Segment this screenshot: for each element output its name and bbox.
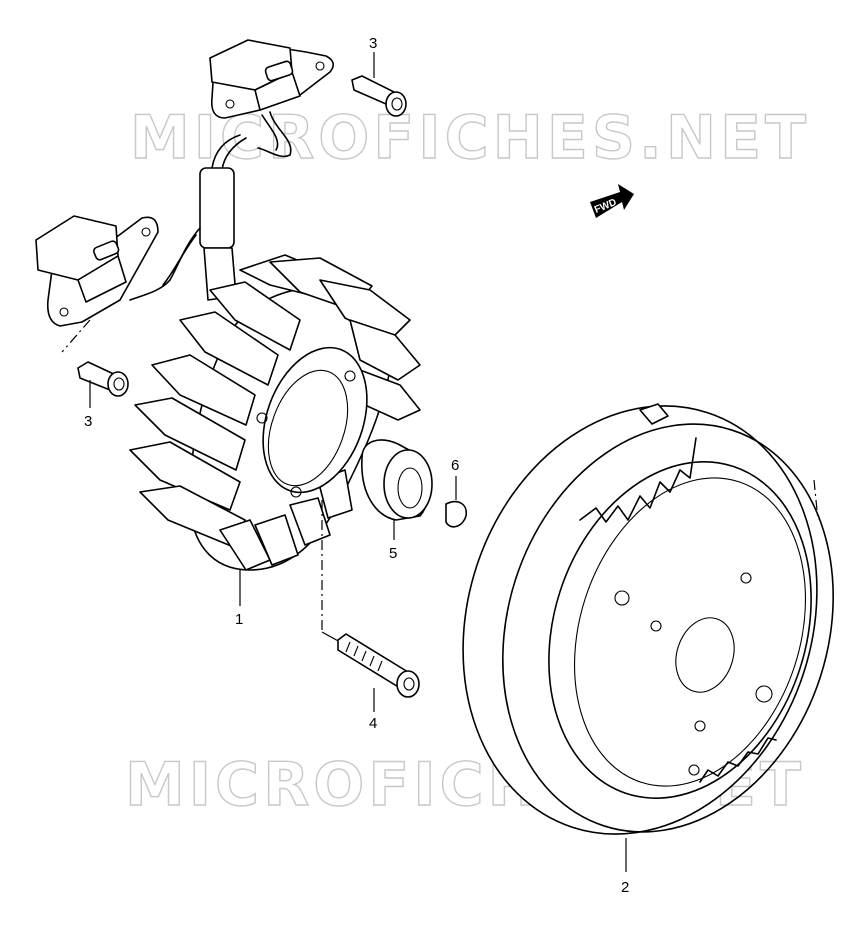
callout-key: 6	[451, 457, 459, 474]
stator	[129, 254, 421, 643]
callout-bolt-left: 3	[84, 413, 92, 430]
callout-stator-bolt: 4	[369, 715, 377, 732]
pickup-coil-top	[209, 39, 334, 119]
bolt-top	[351, 75, 407, 117]
wire-harness	[129, 111, 292, 301]
pickup-coil-left	[35, 215, 159, 353]
woodruff-key	[445, 476, 468, 528]
callout-rotor: 2	[621, 879, 629, 896]
callout-bolt-top: 3	[369, 35, 377, 52]
rotor	[462, 403, 834, 872]
callout-spacer: 5	[389, 545, 397, 562]
spacer	[361, 439, 433, 540]
callout-stator: 1	[235, 611, 243, 628]
fwd-arrow-badge: FWD	[590, 184, 634, 218]
bolt-left	[77, 361, 129, 397]
stator-bolt	[337, 633, 420, 698]
